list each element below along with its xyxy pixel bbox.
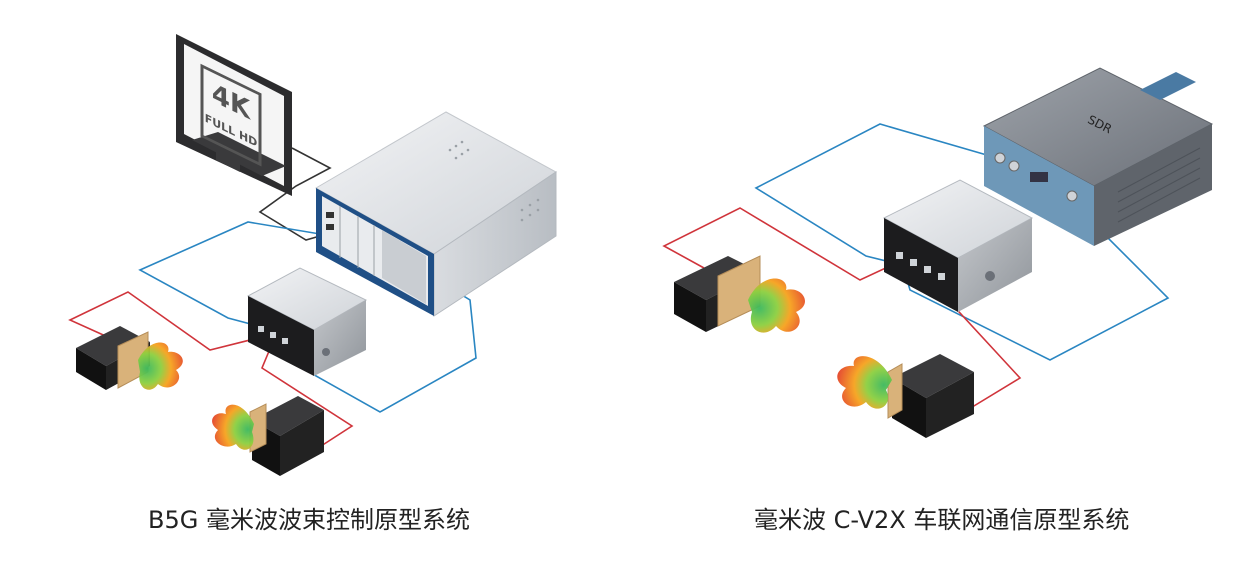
monitor-4k: 4K FULL HD [176,34,292,196]
antenna-module-v2x-b [837,354,974,438]
rf-frontend-box-v2x [882,179,1034,312]
antenna-module-v2x-a [674,255,805,333]
antenna-module-rx [212,396,324,476]
pxi-chassis [314,111,557,317]
left-panel: 4K FULL HD [68,34,557,476]
if-cable-upper [138,221,357,327]
beam-pattern-tx [138,342,183,390]
rf-frontend-box [246,267,368,376]
rf-cable-upper [68,291,259,351]
caption-c-v2x-system: 毫米波 C-V2X 车联网通信原型系统 [754,506,1130,534]
if-cable-top [754,123,1005,263]
antenna-module-tx [76,326,183,390]
rf-cable-lower [261,343,354,449]
caption-b5g-beam-control: B5G 毫米波波束控制原型系统 [148,506,470,534]
beam-pattern-rx [212,404,254,450]
sdr-unit: SDR [982,67,1214,246]
right-panel: SDR [662,67,1214,438]
beam-pattern-v2x-b [837,356,892,409]
beam-pattern-v2x-a [748,278,805,333]
video-cable [258,147,332,241]
rf-cable-left [662,207,891,281]
